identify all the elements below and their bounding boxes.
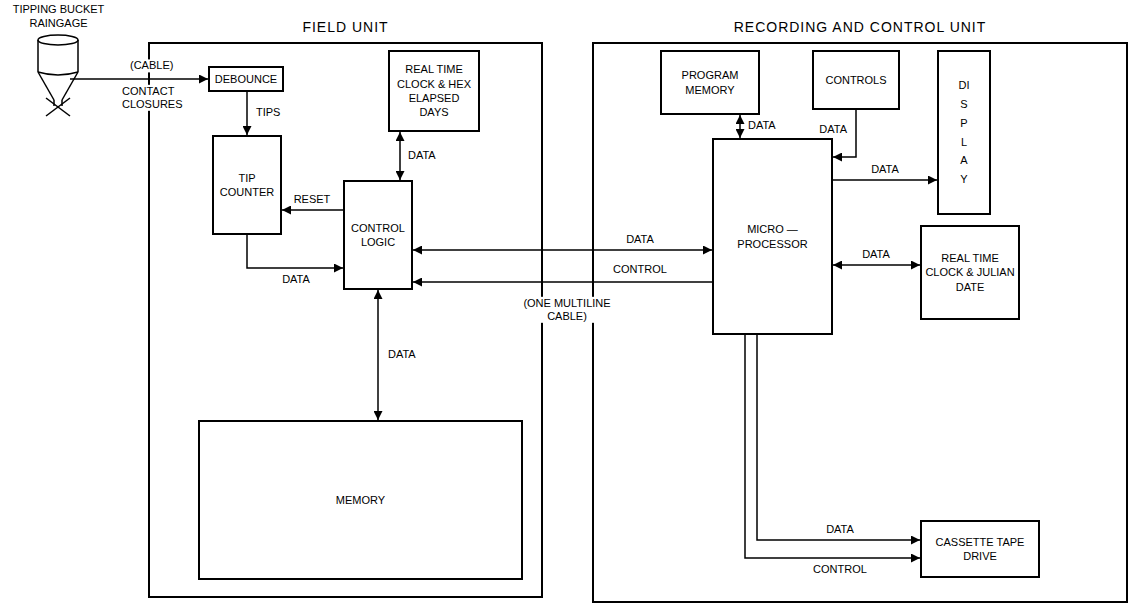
box-label: PROGRAM MEMORY: [665, 68, 755, 97]
tape-drive-box: CASSETTE TAPE DRIVE: [920, 520, 1040, 578]
box-label: TIP COUNTER: [217, 171, 277, 200]
signal-label: (CABLE): [128, 59, 175, 72]
controls-box: CONTROLS: [812, 50, 900, 110]
text-holder: DISPLAY: [942, 76, 986, 188]
counter-box: TIP COUNTER: [212, 135, 282, 235]
signal-connector: [739, 115, 741, 138]
signal-connector: [745, 335, 920, 558]
text-holder: TIPPING BUCKET RAINGAGE: [5, 2, 112, 31]
cable-note: CONTACT CLOSURES: [120, 85, 196, 111]
signal-connector: [833, 110, 856, 157]
signal-label: CONTROL: [611, 263, 669, 276]
memory-box: MEMORY: [198, 420, 523, 580]
cable-note: (ONE MULTILINE CABLE): [516, 297, 618, 323]
signal-connector: [413, 281, 712, 283]
signal-label: DATA: [624, 233, 656, 246]
box-label: REAL TIME CLOCK & HEX ELAPSED DAYS: [393, 62, 475, 119]
signal-connector: [757, 335, 920, 540]
box-label: DEBOUNCE: [213, 72, 279, 86]
text-holder: CONTROLS: [817, 73, 895, 87]
display-box: DISPLAY: [937, 50, 991, 215]
signal-label: DATA: [746, 119, 778, 132]
signal-label: DATA: [406, 149, 438, 162]
field-unit: FIELD UNITDEBOUNCEREAL TIME CLOCK & HEX …: [148, 42, 543, 598]
signal-label: RESET: [292, 193, 333, 206]
raingage: TIPPING BUCKET RAINGAGE: [5, 2, 112, 120]
signal-connector: [377, 290, 379, 420]
signal-label: DATA: [280, 273, 312, 286]
text-holder: CONTROL LOGIC: [348, 221, 408, 250]
box-label: MICRO — PROCESSOR: [717, 222, 828, 251]
processor-box: MICRO — PROCESSOR: [712, 138, 833, 335]
text-holder: CASSETTE TAPE DRIVE: [925, 535, 1035, 564]
box-label: CONTROL LOGIC: [348, 221, 408, 250]
unit-heading: FIELD UNIT: [90, 19, 601, 35]
signal-label: CONTROL: [811, 563, 869, 576]
text-holder: REAL TIME CLOCK & HEX ELAPSED DAYS: [393, 62, 475, 119]
program-memory-box: PROGRAM MEMORY: [660, 50, 760, 115]
debounce-box: DEBOUNCE: [208, 66, 284, 92]
text-holder: MEMORY: [203, 493, 518, 507]
signal-label: TIPS: [254, 106, 282, 119]
clock-box: REAL TIME CLOCK & JULIAN DATE: [920, 225, 1020, 320]
recording-unit: RECORDING AND CONTROL UNITPROGRAM MEMORY…: [592, 42, 1128, 603]
signal-label: DATA: [860, 248, 892, 261]
signal-label: DATA: [869, 163, 901, 176]
signal-connector: [399, 132, 401, 180]
clock-box: REAL TIME CLOCK & HEX ELAPSED DAYS: [388, 50, 480, 132]
text-holder: DEBOUNCE: [213, 72, 279, 86]
text-holder: PROGRAM MEMORY: [665, 68, 755, 97]
signal-label: DATA: [817, 123, 849, 136]
text-holder: TIP COUNTER: [217, 171, 277, 200]
signal-label: DATA: [386, 348, 418, 361]
raingage-illustration: [38, 35, 112, 116]
signal-connector: [282, 209, 343, 211]
signal-connector: [413, 249, 712, 251]
box-label: CONTROLS: [817, 73, 895, 87]
text-holder: MICRO — PROCESSOR: [717, 222, 828, 251]
unit-heading: RECORDING AND CONTROL UNIT: [534, 19, 1135, 35]
box-label: DISPLAY: [959, 76, 970, 188]
signal-connector: [833, 179, 937, 181]
logic-box: CONTROL LOGIC: [343, 180, 413, 290]
signal-connector: [247, 235, 343, 268]
signal-connector: [833, 264, 920, 266]
text-holder: REAL TIME CLOCK & JULIAN DATE: [925, 251, 1015, 294]
box-label: CASSETTE TAPE DRIVE: [925, 535, 1035, 564]
gage-label: TIPPING BUCKET RAINGAGE: [5, 2, 112, 31]
box-label: MEMORY: [203, 493, 518, 507]
signal-connector: [112, 78, 208, 80]
box-label: REAL TIME CLOCK & JULIAN DATE: [925, 251, 1015, 294]
signal-connector: [246, 92, 248, 135]
signal-label: DATA: [824, 523, 856, 536]
